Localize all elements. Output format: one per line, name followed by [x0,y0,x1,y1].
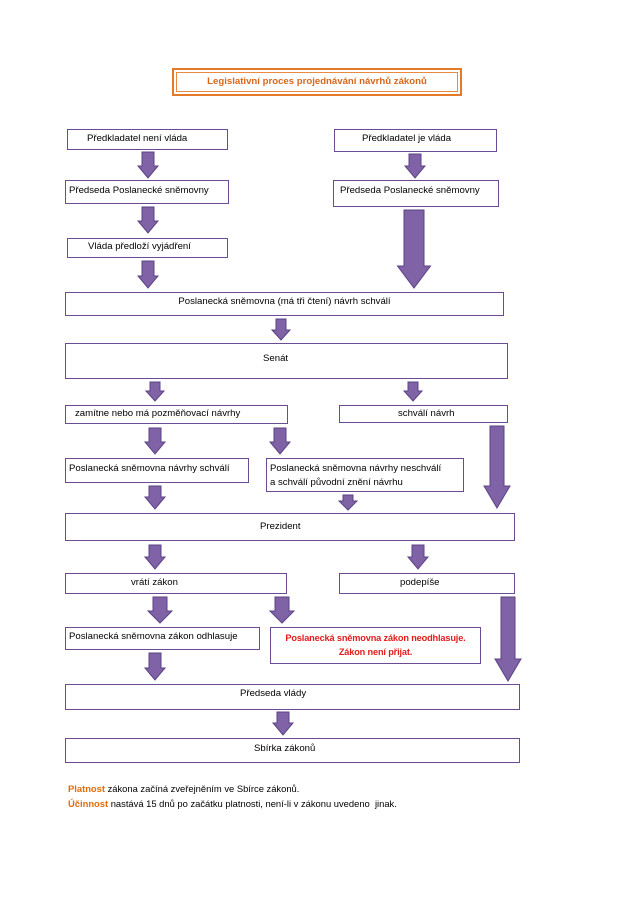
node-ps-neodhlasuje: Poslanecká sněmovna zákon neodhlasuje. Z… [270,627,481,664]
node-ps-navrhy-schvali: Poslanecká sněmovna návrhy schválí [65,458,249,483]
node-label: Předkladatel není vláda [87,133,188,144]
node-label-line1: Poslanecká sněmovna zákon neodhlasuje. [285,633,466,643]
arrow-down-3 [136,206,160,234]
node-label: Poslanecká sněmovna zákon odhlasuje [69,631,238,642]
node-senat-schvali: schválí návrh [339,405,508,423]
note-term: Účinnost [68,798,109,809]
arrow-down-8 [402,381,424,402]
note-term: Platnost [68,783,105,794]
node-label: Předseda Poslanecké sněmovny [69,185,209,196]
node-ps-odhlasuje: Poslanecká sněmovna zákon odhlasuje [65,627,260,650]
node-label: Předkladatel je vláda [362,133,452,144]
node-label: Vláda předloží vyjádření [88,241,191,252]
arrow-down-13 [337,494,359,511]
node-sbirka-zakonu: Sbírka zákonů [65,738,520,763]
node-label: Předseda Poslanecké sněmovny [340,185,480,196]
node-predkladatel-je-vlada: Předkladatel je vláda [334,129,497,152]
node-label: vrátí zákon [131,577,178,588]
arrow-down-7 [144,381,166,402]
node-prezident: Prezident [65,513,515,541]
arrow-down-10 [268,427,292,455]
node-vlada-vyjadreni: Vláda předloží vyjádření [67,238,228,258]
arrow-down-5 [396,209,432,289]
note-text: nastává 15 dnů po začátku platnosti, nen… [108,798,397,809]
node-label: Předseda vlády [240,688,307,699]
arrow-down-1 [136,151,160,179]
node-label-line1: Poslanecká sněmovna návrhy neschválí [270,463,442,474]
arrow-down-20 [271,711,295,736]
node-predseda-ps-left: Předseda Poslanecké sněmovny [65,180,229,204]
node-label: Poslanecká sněmovna (má tři čtení) návrh… [178,296,391,307]
node-predseda-vlady: Předseda vlády [65,684,520,710]
node-predseda-ps-right: Předseda Poslanecké sněmovny [333,180,499,207]
node-prezident-podepise: podepíše [339,573,515,594]
node-predkladatel-neni-vlada: Předkladatel není vláda [67,129,228,150]
arrow-down-18 [494,596,522,682]
node-label: schválí návrh [398,408,455,419]
arrow-down-19 [143,652,167,681]
arrow-down-11 [483,425,511,509]
node-ps-navrhy-neschvali: Poslanecká sněmovna návrhy neschválí a s… [266,458,464,492]
node-senat: Senát [65,343,508,379]
arrow-down-4 [136,260,160,289]
arrow-down-12 [143,485,167,510]
note-text: zákona začíná zveřejněním ve Sbírce záko… [104,783,300,794]
arrow-down-16 [146,596,174,624]
node-label: Prezident [260,521,301,532]
node-label: Poslanecká sněmovna návrhy schválí [69,463,230,474]
arrow-down-9 [143,427,167,455]
node-label: podepíše [400,577,440,588]
arrow-down-6 [270,318,292,341]
node-prezident-vrati: vrátí zákon [65,573,287,594]
arrow-down-14 [143,544,167,570]
node-label-line2: Zákon není přijat. [338,647,413,657]
arrow-down-2 [403,153,427,179]
diagram-title: Legislativní proces projednávání návrhů … [172,68,462,96]
node-ps-schvali: Poslanecká sněmovna (má tři čtení) návrh… [65,292,504,316]
arrow-down-15 [406,544,430,570]
node-label: Sbírka zákonů [254,743,316,754]
node-label: zamítne nebo má pozměňovací návrhy [75,408,241,419]
arrow-down-17 [268,596,296,624]
node-label-line2: a schválí původní znění návrhu [270,477,403,488]
node-label: Senát [263,353,289,364]
note-ucinnost: Účinnost nastává 15 dnů po začátku platn… [68,798,397,810]
note-platnost: Platnost zákona začíná zveřejněním ve Sb… [68,783,299,795]
node-senat-zamitne: zamítne nebo má pozměňovací návrhy [65,405,288,424]
